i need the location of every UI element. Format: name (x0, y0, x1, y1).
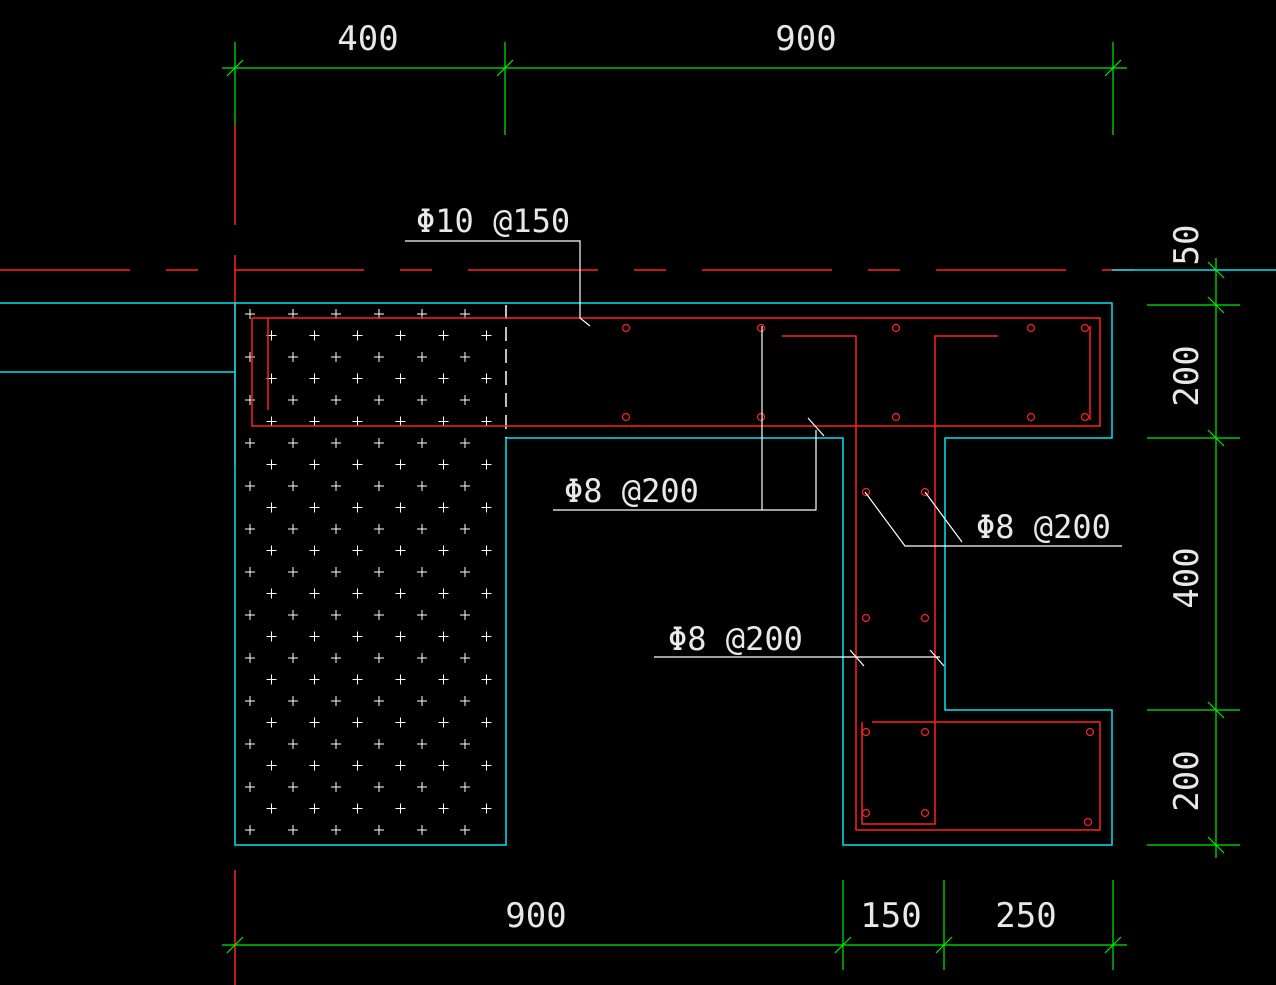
rebar-bar (621, 412, 631, 422)
existing-wall-hatch (245, 309, 492, 835)
dim-bottom-150: 150 (860, 896, 921, 936)
leader-lines (405, 240, 1122, 667)
rebar-bar (1026, 412, 1036, 422)
callout-right-tie: Φ8 @200 (976, 508, 1111, 546)
concrete-outline (0, 269, 1276, 846)
rebar-bar (891, 323, 901, 333)
rebar-bar (891, 412, 901, 422)
dim-top-900: 900 (775, 19, 836, 59)
rebar-bar (1080, 412, 1090, 422)
rebar-bar (920, 808, 930, 818)
rebar-bar (920, 613, 930, 623)
dim-bottom-250: 250 (995, 896, 1056, 936)
dim-top-400: 400 (337, 19, 398, 59)
dim-right-200-bottom: 200 (1167, 750, 1207, 811)
rebar-bar (861, 727, 871, 737)
callout-left-tie: Φ8 @200 (564, 472, 699, 510)
rebar-bar (861, 808, 871, 818)
dim-right-50: 50 (1167, 225, 1207, 266)
dim-right-400: 400 (1167, 547, 1207, 608)
dim-right-200-top: 200 (1167, 345, 1207, 406)
rebar-bar (861, 613, 871, 623)
rebar-bar (920, 727, 930, 737)
callout-mid-tie: Φ8 @200 (668, 620, 803, 658)
rebar-bar (861, 487, 871, 497)
rebar-bar (1085, 727, 1095, 737)
rebar-bar (920, 487, 930, 497)
rebar-lines (251, 317, 1101, 831)
rebar-bar (756, 412, 766, 422)
rebar-bars (621, 323, 1095, 827)
dim-bottom-900: 900 (505, 896, 566, 936)
rebar-bar (756, 323, 766, 333)
axis-line (0, 125, 1170, 985)
dimension-lines (222, 42, 1240, 970)
rebar-bar (1083, 817, 1093, 827)
rebar-bar (1080, 323, 1090, 333)
callout-top-slab: Φ10 @150 (416, 202, 570, 240)
rebar-bar (621, 323, 631, 333)
rebar-bar (1026, 323, 1036, 333)
